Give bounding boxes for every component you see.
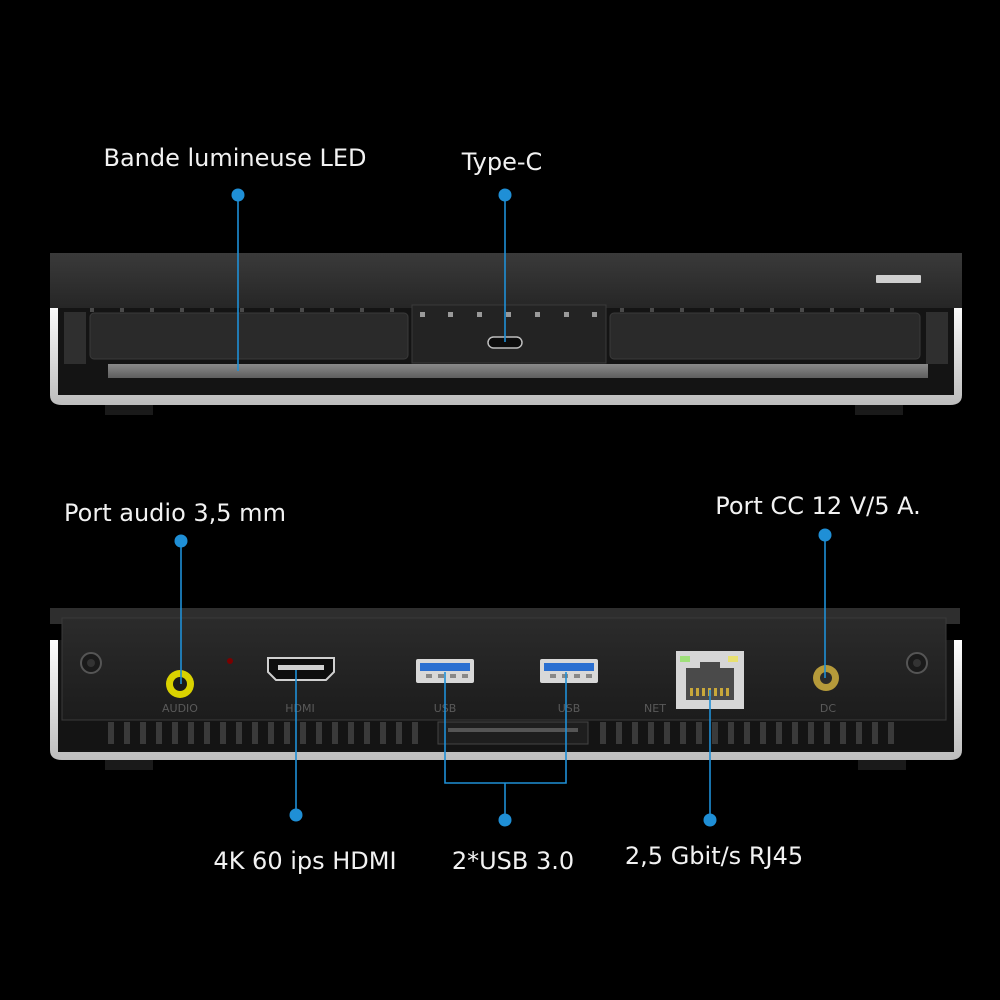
marking-hdmi: HDMI [285,702,314,715]
heatsink-fins [108,722,894,744]
left-screw-icon [80,652,102,674]
rj45-callout-dot [703,813,717,827]
front-left-bracket [64,312,86,364]
front-view [50,253,962,415]
audio-port-label: Port audio 3,5 mm [64,499,286,527]
marking-usb-2: USB [558,702,581,715]
front-indicator-light [876,275,921,283]
dc-jack [813,665,839,691]
led-strip-label: Bande lumineuse LED [103,144,367,172]
callout-lines [180,195,826,820]
audio-callout-dot [174,534,188,548]
usb-port-1 [416,659,474,683]
hdmi-callout-dot [289,808,303,822]
marking-audio: AUDIO [162,702,198,715]
front-right-panel [609,312,921,360]
front-right-foot [855,405,903,415]
right-screw-icon [906,652,928,674]
front-right-bracket [926,312,948,364]
front-left-foot [105,405,153,415]
usb-callout-dot [498,813,512,827]
led-strip [108,364,928,378]
rear-left-foot [105,760,153,770]
front-top-lid [50,253,962,308]
front-center-dots [420,312,597,317]
front-vent-dots [90,308,894,312]
marking-dc: DC [820,702,836,715]
usb-port-2 [540,659,598,683]
audio-jack [166,670,194,698]
usb-label: 2*USB 3.0 [451,847,575,875]
rear-panel [61,617,947,721]
dc-port-label: Port CC 12 V/5 A. [715,492,921,520]
rear-right-foot [858,760,906,770]
rj45-label: 2,5 Gbit/s RJ45 [624,842,804,870]
callout-dots [174,188,832,827]
type-c-label: Type-C [461,148,543,176]
front-left-panel [89,312,409,360]
rear-view: AUDIO HDMI USB USB NET DC [50,608,962,770]
typec-callout-dot [498,188,512,202]
status-led-dot [227,658,233,664]
dc-callout-dot [818,528,832,542]
marking-net: NET [644,702,666,715]
hdmi-label: 4K 60 ips HDMI [213,847,397,875]
sd-card-slot [437,721,589,745]
sd-card-slot-opening [448,728,578,732]
led-callout-dot [231,188,245,202]
hdmi-port [267,657,335,681]
